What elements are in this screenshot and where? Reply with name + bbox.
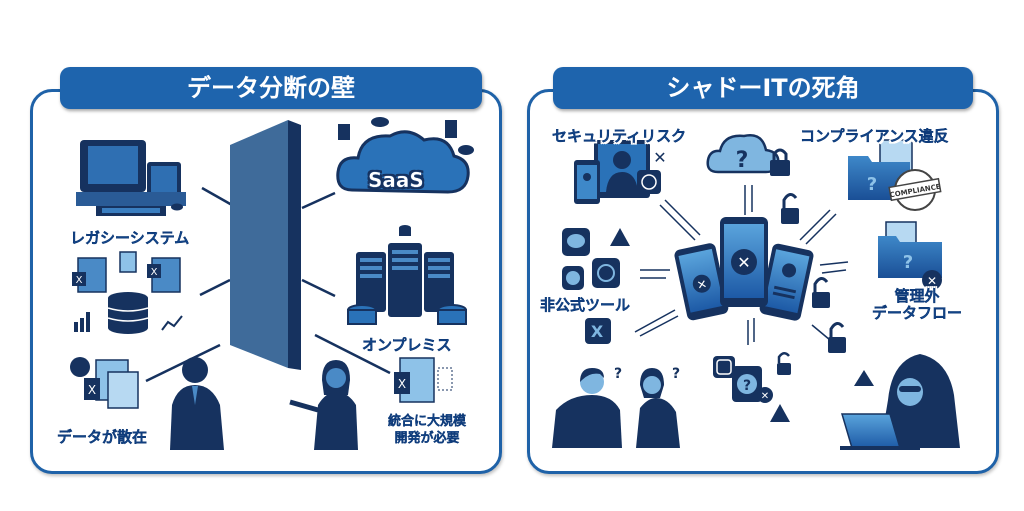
server-rack-icon [347, 225, 467, 325]
wall-icon [230, 120, 301, 370]
mini-chart-icons [74, 312, 183, 332]
saas-label: SaaS [368, 168, 424, 192]
svg-text:✕: ✕ [737, 253, 750, 272]
scattered-docs-icon: X [70, 357, 139, 409]
svg-text:✕: ✕ [927, 274, 937, 288]
businesswoman-icon [289, 360, 358, 450]
svg-text:?: ? [736, 148, 749, 173]
security-risk-label: セキュリティリスク [552, 127, 687, 145]
svg-text:X: X [398, 377, 406, 391]
compliance-violation-label: コンプライアンス違反 [800, 127, 949, 145]
svg-text:✕: ✕ [761, 391, 769, 402]
unmanaged-dataflow-label: 管理外 データフロー [862, 287, 972, 322]
shadow-it-title: シャドーITの死角 [553, 67, 973, 109]
video-call-icon: ✕ [574, 140, 667, 204]
compliance-stamp-icon: COMPLIANCE [888, 169, 942, 211]
on-premise-label: オンプレミス [362, 336, 452, 354]
legacy-system-label: レガシーシステム [70, 229, 190, 247]
confused-people-icon: ? ? [552, 366, 680, 448]
saas-cloud-icon [336, 117, 474, 194]
svg-text:X: X [76, 275, 83, 286]
smartphone-icon: ✕ ✕ [674, 217, 814, 321]
integration-label-line2: 開発が必要 [394, 431, 460, 446]
network-lines [634, 185, 849, 345]
data-silo-title: データ分断の壁 [60, 67, 482, 109]
spreadsheet-icon: X X [72, 251, 181, 293]
integration-label-line1: 統合に大規模 [388, 414, 467, 429]
businessman-icon [170, 357, 224, 450]
unmanaged-dataflow-line2: データフロー [871, 304, 962, 322]
connector-lines [145, 186, 391, 383]
unofficial-tools-label: 非公式ツール [540, 296, 631, 314]
folder-question-icon: ? ? ✕ [848, 139, 942, 290]
svg-text:✕: ✕ [696, 277, 709, 293]
legacy-computer-icon [76, 140, 186, 216]
warning-icon [854, 370, 874, 386]
svg-text:X: X [88, 383, 96, 397]
unmanaged-dataflow-line1: 管理外 [894, 287, 940, 305]
database-icon [107, 292, 149, 334]
svg-text:?: ? [672, 366, 680, 382]
svg-text:?: ? [743, 378, 751, 394]
integration-doc-icon: X [394, 357, 453, 403]
hacker-icon [840, 354, 960, 450]
data-scattered-label: データが散在 [57, 428, 148, 446]
svg-text:?: ? [614, 366, 622, 382]
integration-label: 統合に大規模 開発が必要 [388, 413, 466, 447]
unofficial-app-icons: X [562, 228, 630, 344]
svg-text:✕: ✕ [653, 148, 666, 167]
svg-text:?: ? [903, 252, 913, 273]
open-padlock-icon [777, 193, 846, 375]
svg-text:X: X [591, 322, 604, 341]
svg-text:?: ? [867, 174, 877, 195]
svg-text:X: X [151, 267, 158, 278]
instagram-question-icon: ? ✕ [713, 356, 790, 422]
cloud-question-icon: ? [706, 134, 790, 176]
